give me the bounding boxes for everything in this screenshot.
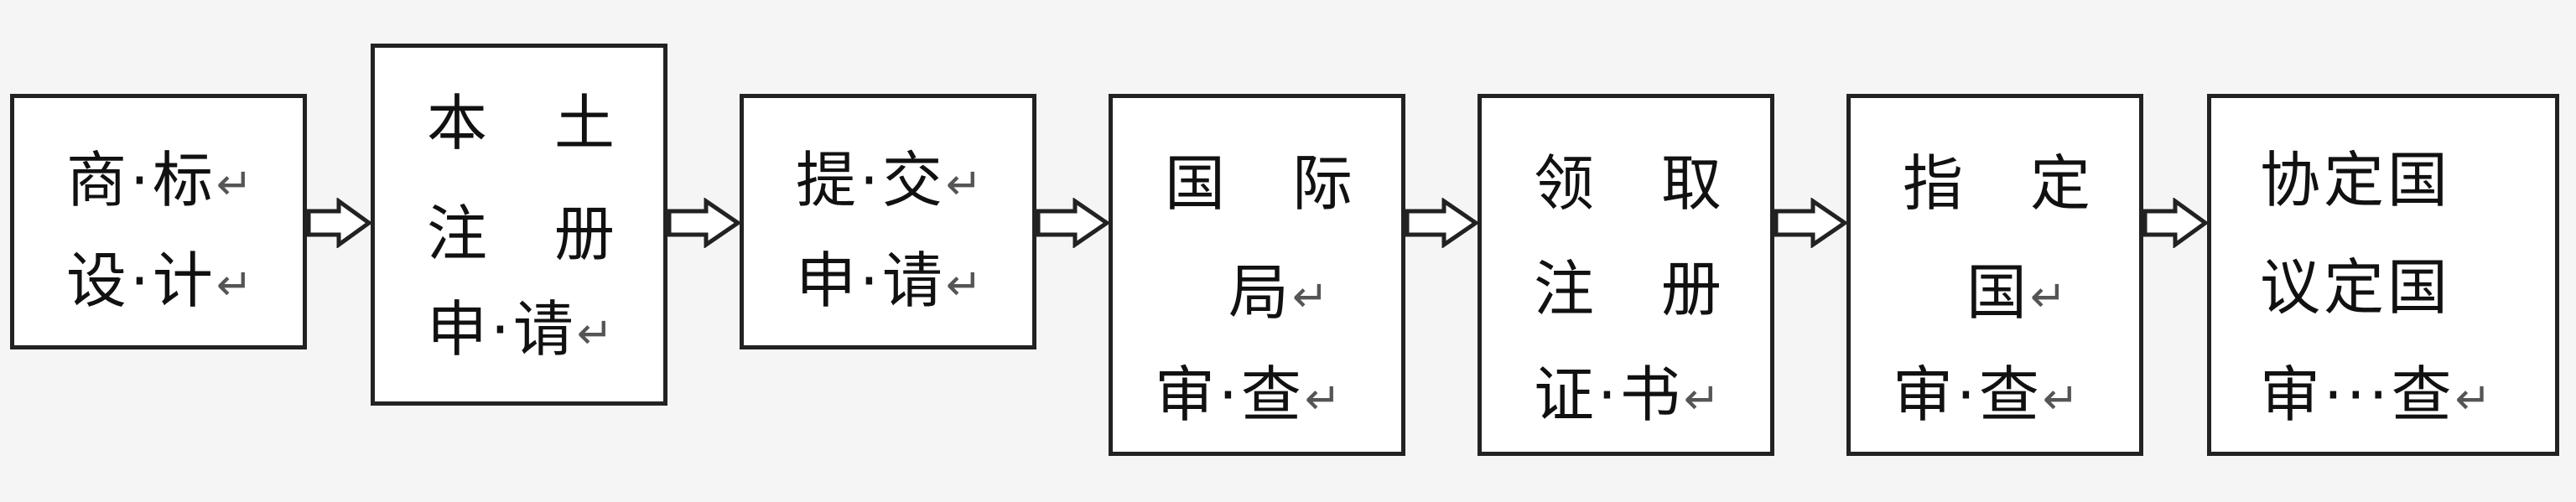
step-text: 提·交↵ xyxy=(796,145,986,215)
return-mark-icon: ↵ xyxy=(2030,272,2070,323)
step-text: 国↵ xyxy=(1966,257,2070,328)
flow-arrow-icon xyxy=(2143,198,2207,248)
return-mark-icon: ↵ xyxy=(2454,374,2496,425)
step-box-domestic-registration: 本 土 注 册 申·请↵ xyxy=(371,44,667,406)
step-text: 申·请↵ xyxy=(427,294,617,365)
step-text: 商·标↵ xyxy=(66,145,257,215)
flow-arrow-icon xyxy=(667,198,740,248)
step-text: 申·请↵ xyxy=(796,246,986,316)
step-text: 协定国 xyxy=(2260,145,2452,215)
return-mark-icon: ↵ xyxy=(1292,272,1332,323)
step-box-designated-country-review: 指 定 国↵ 审·查↵ xyxy=(1846,94,2143,456)
step-text: 注 册 xyxy=(427,199,619,269)
step-text: 注 册 xyxy=(1534,254,1726,324)
return-mark-icon: ↵ xyxy=(216,260,257,311)
flow-arrow-icon xyxy=(1405,198,1478,248)
step-box-agreement-country-review: 协定国 议定国 审···查↵ xyxy=(2207,94,2559,456)
return-mark-icon: ↵ xyxy=(945,260,986,311)
step-text: 设·计↵ xyxy=(66,246,257,316)
return-mark-icon: ↵ xyxy=(216,159,257,210)
step-text: 指 定 xyxy=(1903,148,2095,219)
step-text: 审···查↵ xyxy=(2260,360,2496,430)
return-mark-icon: ↵ xyxy=(945,159,986,210)
step-text: 审·查↵ xyxy=(1893,360,2083,430)
step-text: 证·书↵ xyxy=(1534,360,1724,430)
flow-arrow-icon xyxy=(1774,198,1846,248)
return-mark-icon: ↵ xyxy=(2042,374,2083,425)
step-box-submit-application: 提·交↵ 申·请↵ xyxy=(740,94,1036,349)
step-text: 本 土 xyxy=(427,88,619,158)
flow-arrow-icon xyxy=(1036,198,1109,248)
step-text: 领 取 xyxy=(1534,148,1726,219)
flow-arrow-icon xyxy=(307,198,371,248)
step-text: 议定国 xyxy=(2260,252,2452,323)
return-mark-icon: ↵ xyxy=(576,308,617,360)
step-text: 局↵ xyxy=(1228,257,1332,328)
step-box-international-bureau-review: 国 际 局↵ 审·查↵ xyxy=(1109,94,1405,456)
return-mark-icon: ↵ xyxy=(1304,374,1345,425)
step-text: 国 际 xyxy=(1165,148,1357,219)
return-mark-icon: ↵ xyxy=(1683,374,1724,425)
step-box-trademark-design: 商·标↵ 设·计↵ xyxy=(10,94,307,349)
step-text: 审·查↵ xyxy=(1155,360,1345,430)
step-box-receive-certificate: 领 取 注 册 证·书↵ xyxy=(1478,94,1774,456)
